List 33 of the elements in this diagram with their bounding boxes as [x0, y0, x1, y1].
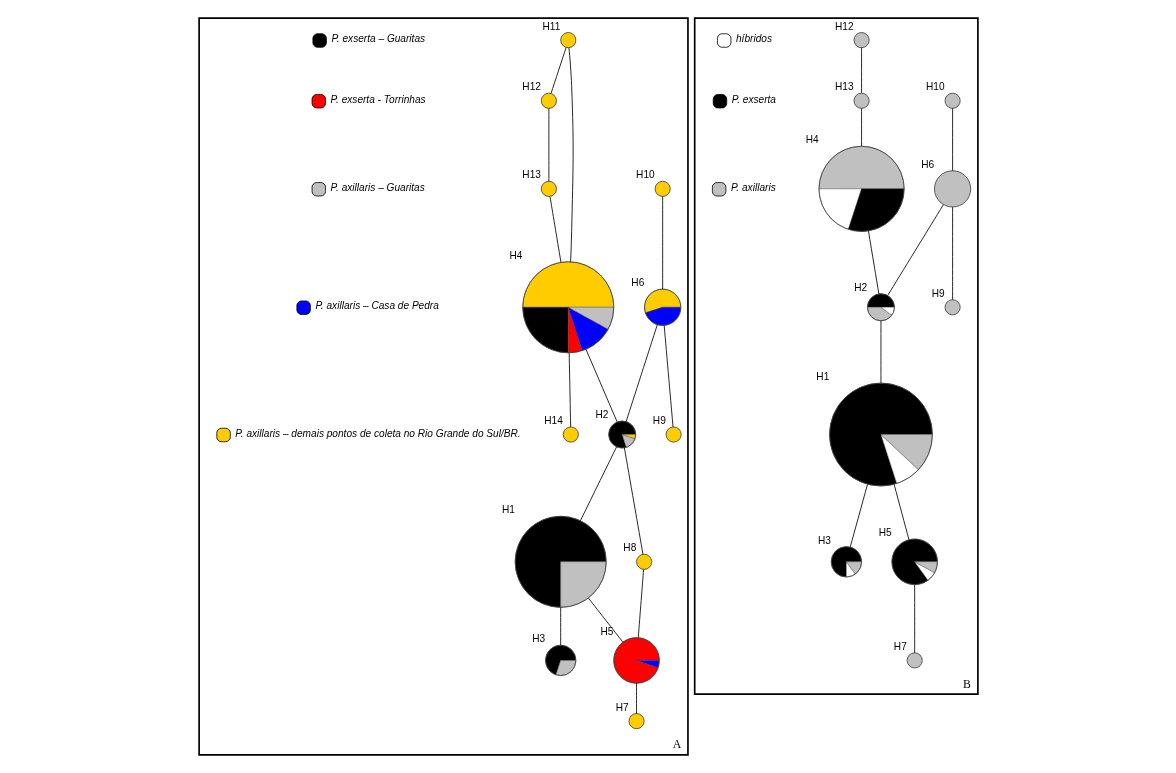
legend-label: P. axillaris – demais pontos de coleta no Rio Grande do Sul/BR.	[234, 427, 521, 439]
legend-label: híbridos	[735, 33, 772, 45]
legend-label: P. axillaris	[730, 182, 776, 194]
node-label: H1	[815, 371, 829, 383]
node-label: H2	[853, 281, 867, 293]
node-label: H7	[893, 640, 907, 652]
legend-label: P. exserta	[731, 93, 776, 105]
node-label: H10	[925, 81, 945, 93]
node-label: H3	[531, 633, 545, 645]
node-label: H5	[878, 527, 892, 539]
node-label: H9	[652, 415, 666, 427]
node-label: H11	[542, 20, 560, 32]
node-label: H13	[834, 81, 854, 93]
node-label: H5	[600, 625, 614, 637]
node-label: H13	[521, 169, 541, 181]
node-label: H7	[615, 701, 629, 713]
node-label: H9	[931, 287, 945, 299]
legend-label: P. axillaris – Casa de Pedra	[314, 300, 439, 312]
node-label: H14	[543, 415, 563, 427]
legend-label: P. axillaris – Guaritas	[330, 182, 425, 194]
node-label: H4	[509, 249, 522, 261]
node-label: H2	[595, 409, 608, 421]
node-label: H6	[630, 277, 644, 289]
node-label: H8	[622, 542, 636, 554]
node-label: H12	[834, 20, 854, 32]
node-label: H3	[817, 534, 831, 546]
node-label: H10	[635, 169, 655, 181]
node-label: H12	[521, 81, 541, 93]
node-label: H4	[805, 134, 819, 146]
legend-label: P. exserta - Torrinhas	[330, 93, 426, 105]
node-label: H1	[501, 504, 515, 516]
node-label: H6	[920, 158, 934, 170]
legend-label: P. exserta – Guaritas	[330, 33, 425, 45]
